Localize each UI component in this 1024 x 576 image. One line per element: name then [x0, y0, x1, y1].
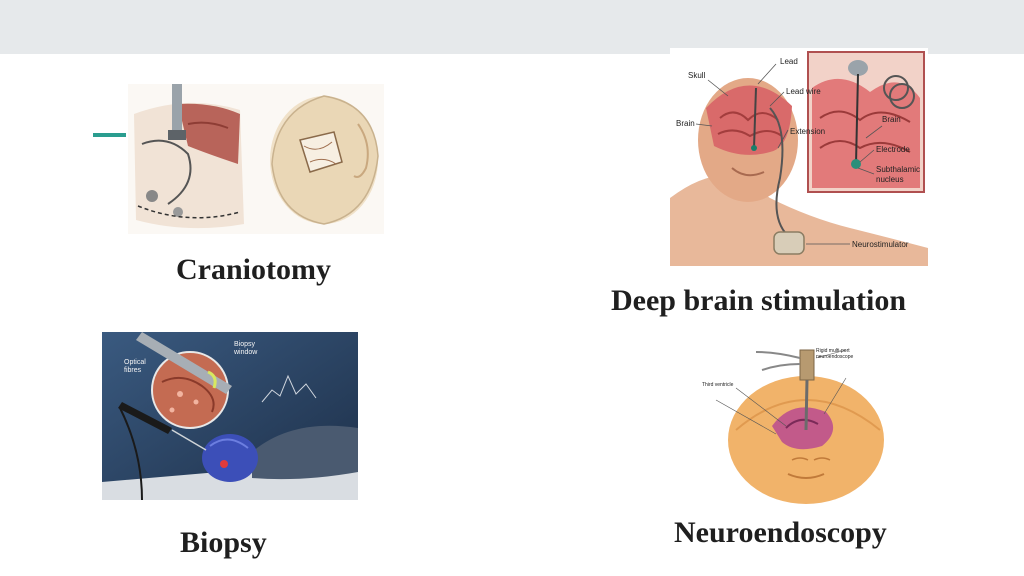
dbs-label-skull: Skull: [688, 71, 706, 80]
dbs-label-brain-inset: Brain: [882, 115, 901, 124]
dbs-label-electrode: Electrode: [876, 145, 910, 154]
dbs-label-lead-wire: Lead wire: [786, 87, 821, 96]
dbs-label-neurostimulator: Neurostimulator: [852, 240, 909, 249]
biopsy-caption: Biopsy: [180, 526, 267, 559]
dbs-label-lead: Lead: [780, 57, 798, 66]
craniotomy-image: [128, 84, 384, 234]
dbs-label-subthalamic: Subthalamic: [876, 165, 920, 174]
header-band: [0, 0, 1024, 54]
biopsy-label-biopsy: Biopsy: [234, 341, 256, 348]
dbs-image: Skull Lead Lead wire Brain Extension Bra…: [670, 48, 928, 266]
craniotomy-caption: Craniotomy: [176, 253, 331, 286]
dbs-label-nucleus: nucleus: [876, 175, 904, 184]
neuroendoscopy-image: Rigid multi-port neuroendoscope Third ve…: [696, 330, 896, 506]
biopsy-label-window: window: [233, 349, 258, 356]
neuroendoscopy-caption: Neuroendoscopy: [674, 516, 887, 549]
dbs-label-extension: Extension: [790, 127, 825, 136]
dbs-caption: Deep brain stimulation: [611, 284, 907, 317]
biopsy-image: Optical fibres Biopsy window: [102, 332, 358, 500]
dbs-label-brain: Brain: [676, 119, 695, 128]
neuroendoscopy-label-scope-line2: neuroendoscope: [816, 354, 853, 360]
biopsy-label-optical: Optical: [124, 359, 146, 366]
biopsy-label-fibres: fibres: [124, 367, 142, 374]
neuroendoscopy-label-third-ventricle: Third ventricle: [702, 382, 734, 388]
neuroendoscopy-label-scope-line1: Rigid multi-port: [816, 348, 850, 354]
accent-dash: [93, 133, 126, 137]
